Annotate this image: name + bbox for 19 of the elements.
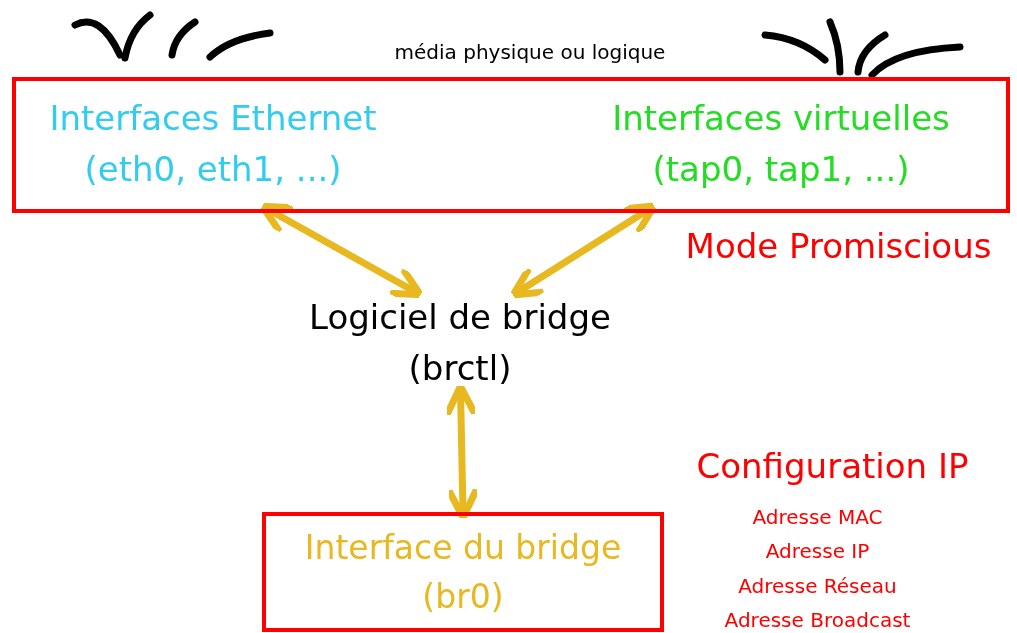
address-item: Adresse Réseau — [737, 574, 898, 598]
node-title: Logiciel de bridge — [309, 296, 611, 339]
section-heading: Configuration IP — [695, 446, 970, 486]
node-title: Interface du bridge — [304, 526, 622, 569]
node-title: Interfaces Ethernet — [49, 97, 377, 140]
node-subtitle: (eth0, eth1, ...) — [84, 148, 342, 191]
node-subtitle: (brctl) — [408, 347, 512, 390]
address-item: Adresse MAC — [751, 505, 884, 529]
address-item: Adresse Broadcast — [723, 608, 912, 632]
node-title: Interfaces virtuelles — [612, 97, 950, 140]
node-subtitle: (br0) — [422, 576, 504, 618]
node-subtitle: (tap0, tap1, ...) — [652, 148, 910, 191]
section-heading: Mode Promiscious — [684, 226, 993, 266]
double-arrow — [509, 202, 658, 299]
media-note: média physique ou logique — [393, 40, 667, 64]
interface-group-box — [12, 77, 1010, 213]
bridge-interface-box — [262, 512, 664, 632]
address-item: Adresse IP — [764, 539, 871, 563]
double-arrow — [258, 202, 424, 299]
